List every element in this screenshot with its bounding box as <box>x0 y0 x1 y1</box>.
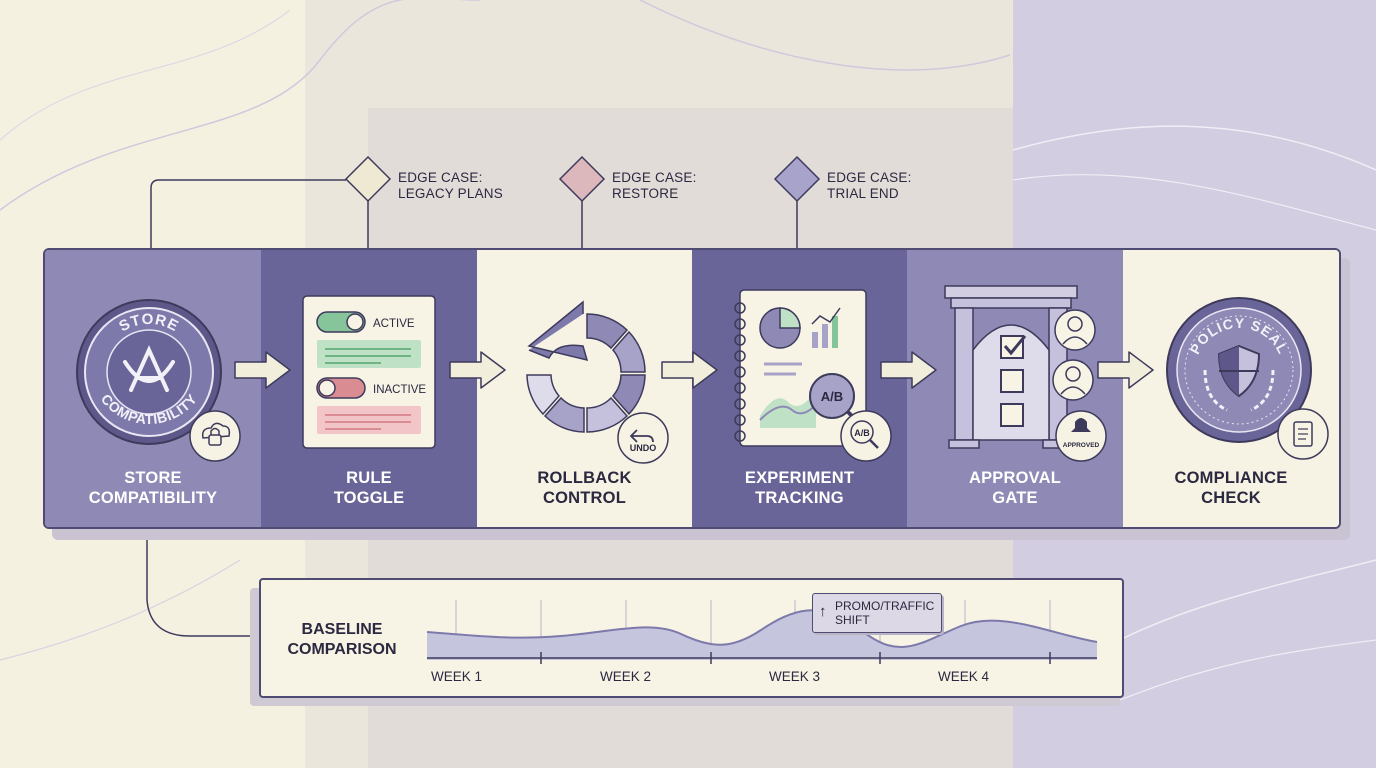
approver-avatar-icon <box>1054 309 1096 351</box>
stage-title: STORE <box>124 469 182 487</box>
baseline-comparison-panel: BASELINE COMPARISON WEEK 1 WEEK 2 WEEK 3… <box>259 578 1124 698</box>
stage-rollback-control: UNDO ROLLBACK CONTROL <box>477 250 692 527</box>
store-badge-icon: STORE COMPATIBILITY <box>76 299 241 462</box>
edge-case-heading: EDGE CASE: <box>398 170 483 185</box>
checkbox-checked <box>1000 335 1024 359</box>
edge-case-label-legacy-plans: EDGE CASE: LEGACY PLANS <box>398 170 503 202</box>
approved-stamp-icon <box>1055 410 1107 462</box>
flow-arrow-icon <box>449 351 506 389</box>
edge-case-heading: EDGE CASE: <box>612 170 697 185</box>
magnifier-ab-icon <box>840 410 892 462</box>
week-label: WEEK 1 <box>431 669 483 684</box>
flow-arrow-icon <box>1097 351 1154 389</box>
callout-text-line: SHIFT <box>835 613 870 627</box>
baseline-trend-chart <box>426 600 1098 664</box>
checkbox-empty <box>1000 369 1024 393</box>
edge-case-text: RESTORE <box>612 186 679 201</box>
edge-case-heading: EDGE CASE: <box>827 170 912 185</box>
stamp-label: APPROVED <box>1063 442 1100 449</box>
toggle-inactive-label: INACTIVE <box>373 384 426 396</box>
stage-title: CONTROL <box>543 489 626 507</box>
stage-compliance-check: POLICY SEAL COMPLIANCE CHECK <box>1123 250 1339 527</box>
stage-title: APPROVAL <box>968 469 1062 487</box>
stage-title: CHECK <box>1201 489 1261 507</box>
baseline-title: BASELINE COMPARISON <box>275 620 409 660</box>
edge-case-diamond <box>773 155 821 203</box>
edge-case-text: TRIAL END <box>827 186 899 201</box>
rule-toggle-card: ACTIVE INACTIVE <box>302 295 436 449</box>
undo-label: UNDO <box>630 443 657 453</box>
up-arrow-icon: ↑ <box>819 603 827 620</box>
promo-traffic-callout: ↑ PROMO/TRAFFIC SHIFT <box>812 593 942 633</box>
week-label: WEEK 3 <box>769 669 821 684</box>
stage-approval-gate: APPROVED APPROVAL GATE <box>907 250 1123 527</box>
week-label: WEEK 2 <box>600 669 652 684</box>
stage-title: COMPATIBILITY <box>88 489 218 507</box>
stage-title: TOGGLE <box>333 489 405 507</box>
baseline-title-line: COMPARISON <box>287 641 397 658</box>
week-label: WEEK 4 <box>938 669 990 684</box>
undo-button-icon <box>617 412 669 464</box>
ab-label: A/B <box>821 389 843 404</box>
experiment-notebook-icon: A/B A/B <box>734 289 892 462</box>
edge-case-diamond <box>558 155 606 203</box>
ab-small-label: A/B <box>854 428 870 438</box>
policy-seal-icon: POLICY SEAL <box>1166 297 1329 460</box>
stage-title: GATE <box>992 489 1038 507</box>
baseline-title-line: BASELINE <box>301 621 383 638</box>
edge-case-label-trial-end: EDGE CASE: TRIAL END <box>827 170 912 202</box>
edge-case-label-restore: EDGE CASE: RESTORE <box>612 170 697 202</box>
stage-rule-toggle: ACTIVE INACTIVE RULE TOGGLE <box>261 250 477 527</box>
rollback-cycle-icon: UNDO <box>526 300 669 464</box>
approver-avatar-icon <box>1052 359 1094 401</box>
edge-case-diamond <box>344 155 392 203</box>
stage-experiment-tracking: A/B A/B EXPERIMENT TRACKING <box>692 250 907 527</box>
callout-text-line: PROMO/TRAFFIC <box>835 599 935 613</box>
stage-title: COMPLIANCE <box>1174 469 1288 487</box>
checkbox-empty <box>1000 403 1024 427</box>
stage-title: TRACKING <box>755 489 844 507</box>
pipeline: STORE COMPATIBILITY STORE COMPATIBILITY … <box>43 248 1341 529</box>
toggle-active-label: ACTIVE <box>373 318 415 330</box>
stage-store-compatibility: STORE COMPATIBILITY STORE COMPATIBILITY <box>45 250 261 527</box>
flow-arrow-icon <box>661 351 718 389</box>
stage-title: EXPERIMENT <box>744 469 855 487</box>
approval-gate-icon: APPROVED <box>944 285 1107 462</box>
stage-title: RULE <box>346 469 392 487</box>
stage-title: ROLLBACK <box>537 469 632 487</box>
edge-case-text: LEGACY PLANS <box>398 186 503 201</box>
flow-arrow-icon <box>234 351 291 389</box>
flow-arrow-icon <box>880 351 937 389</box>
